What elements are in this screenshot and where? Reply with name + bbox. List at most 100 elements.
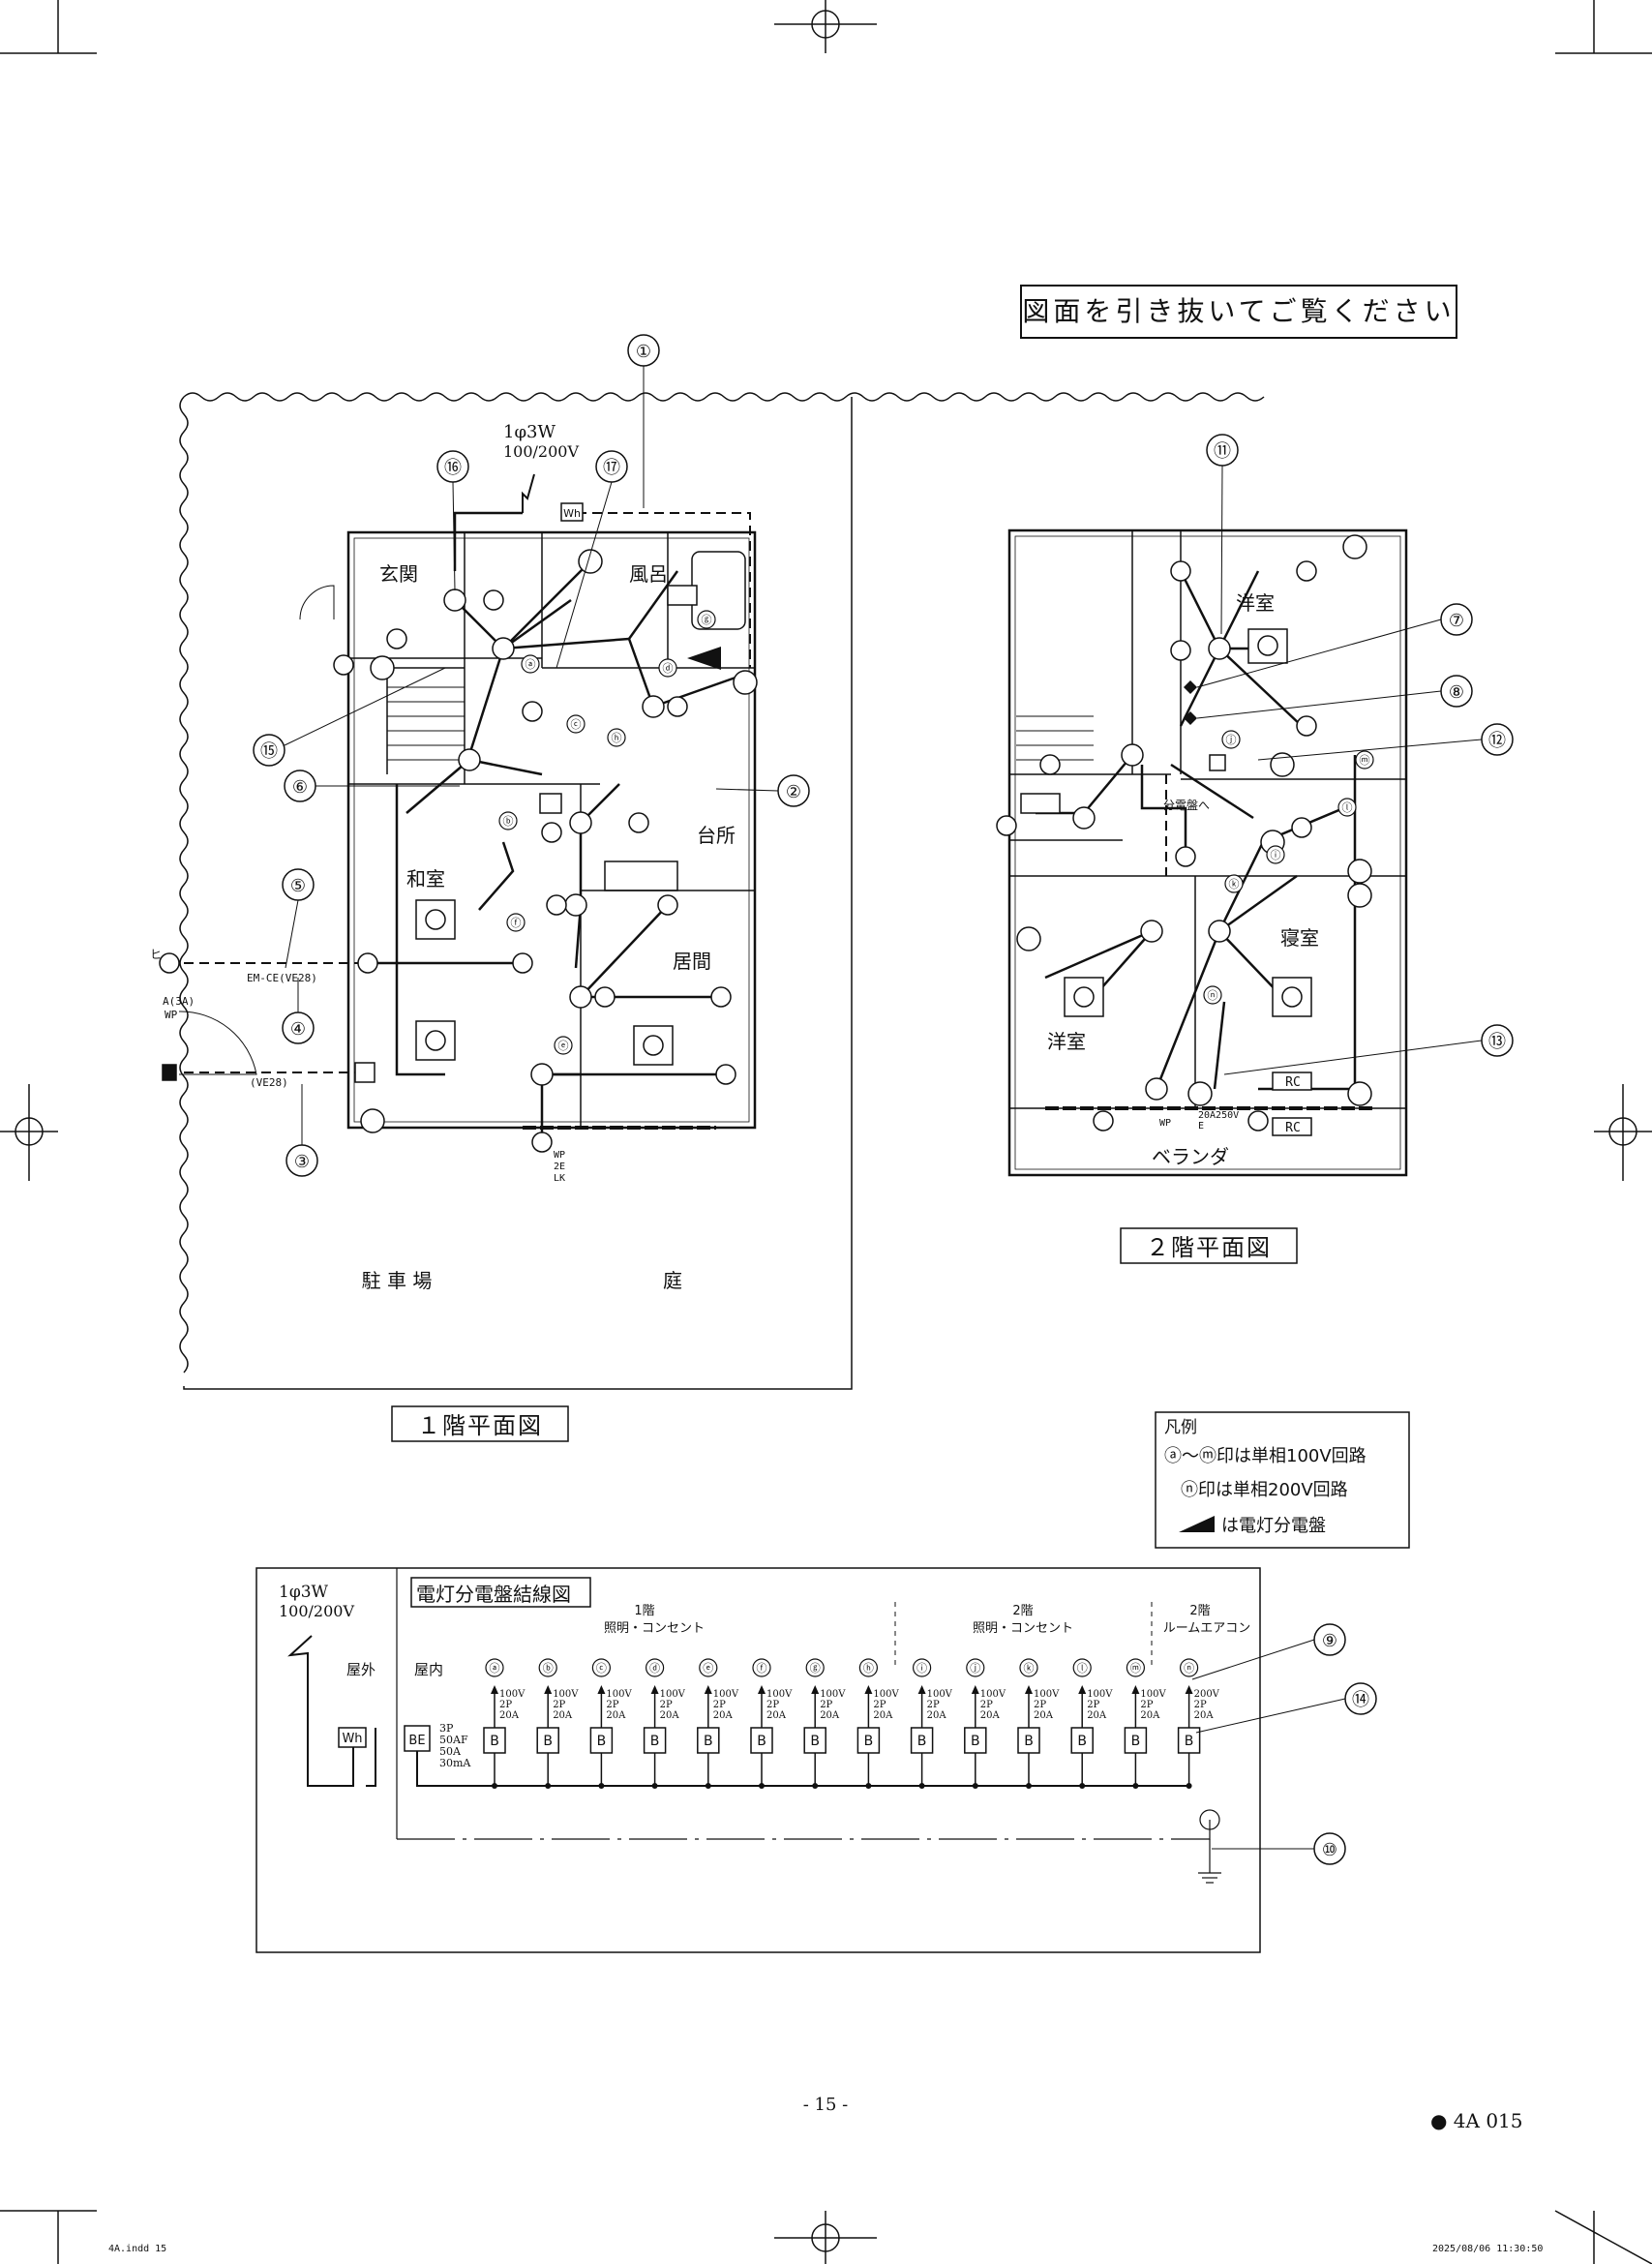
circuit-label-3: ⓓ bbox=[649, 1662, 660, 1675]
feed-arrow-7 bbox=[864, 1685, 873, 1694]
feed-arrow-9 bbox=[971, 1685, 979, 1694]
spec-6-0: 100V bbox=[820, 1689, 846, 1700]
room-daidokoro: 台所 bbox=[697, 824, 736, 847]
callouts-floor2 bbox=[1206, 434, 1514, 1057]
spec-4-1: 2P bbox=[713, 1700, 726, 1710]
feed-arrow-6 bbox=[811, 1685, 820, 1694]
spec-1-2: 20A bbox=[553, 1710, 573, 1721]
callout-2: ② bbox=[786, 782, 801, 802]
feed-arrow-11 bbox=[1078, 1685, 1087, 1694]
callout-5: ⑤ bbox=[290, 876, 306, 896]
circuit-a: ⓐ bbox=[526, 658, 536, 671]
bus-dot-10 bbox=[1026, 1783, 1032, 1789]
bus-dot-2 bbox=[598, 1783, 605, 1789]
bus-dot-7 bbox=[865, 1783, 872, 1789]
breaker-label-13: B bbox=[1185, 1734, 1194, 1749]
breaker-label-12: B bbox=[1131, 1734, 1141, 1749]
circuit-marker-1 bbox=[538, 1658, 557, 1677]
feed-arrow-2 bbox=[597, 1685, 606, 1694]
spec-13-0: 200V bbox=[1194, 1689, 1220, 1700]
circuit-m: ⓜ bbox=[1360, 754, 1370, 767]
circuit-c: ⓒ bbox=[571, 718, 582, 731]
breaker-label-4: B bbox=[704, 1734, 713, 1749]
feed-arrow-3 bbox=[650, 1685, 659, 1694]
room-genkan: 玄関 bbox=[379, 562, 418, 586]
floor2-fixtures bbox=[996, 534, 1372, 1132]
breaker-label-1: B bbox=[543, 1734, 553, 1749]
label-2e: 2E bbox=[554, 1162, 565, 1172]
floor1-wh: Wh bbox=[563, 507, 581, 520]
group1-floor: 1階 bbox=[634, 1604, 654, 1618]
group2-desc: 照明・コンセント bbox=[973, 1621, 1073, 1636]
circuit-marker-8 bbox=[912, 1658, 932, 1677]
fixtures bbox=[333, 549, 758, 1153]
circuit-label-5: ⓕ bbox=[757, 1662, 767, 1675]
breaker-label-3: B bbox=[650, 1734, 660, 1749]
callout-1: ① bbox=[636, 342, 651, 362]
floor1-title: １階平面図 bbox=[417, 1412, 543, 1439]
spec-7-2: 20A bbox=[873, 1710, 893, 1721]
feed-arrow-0 bbox=[491, 1685, 498, 1694]
spec-6-2: 20A bbox=[820, 1710, 840, 1721]
spec-4-2: 20A bbox=[713, 1710, 734, 1721]
spec-9-2: 20A bbox=[980, 1710, 1001, 1721]
spec-6-1: 2P bbox=[820, 1700, 832, 1710]
be-spec-1: 3P bbox=[439, 1722, 454, 1735]
label-em-ce: EM-CE(VE28) bbox=[247, 972, 317, 984]
spec-13-2: 20A bbox=[1194, 1710, 1215, 1721]
circuit-label-10: ⓚ bbox=[1024, 1662, 1035, 1675]
circuit-marker-11 bbox=[1072, 1658, 1092, 1677]
bus-dot-1 bbox=[545, 1783, 552, 1789]
label-lk: LK bbox=[554, 1173, 565, 1184]
spec-1-1: 2P bbox=[553, 1700, 565, 1710]
label-rc-1: RC bbox=[1285, 1075, 1301, 1090]
bus-dot-12 bbox=[1132, 1783, 1139, 1789]
circuit-label-13: ⓝ bbox=[1184, 1662, 1194, 1675]
callout-10: ⑩ bbox=[1322, 1840, 1337, 1860]
spec-1-0: 100V bbox=[553, 1689, 579, 1700]
wiring bbox=[368, 511, 736, 1137]
group3-desc: ルームエアコン bbox=[1163, 1621, 1251, 1636]
breaker-label-11: B bbox=[1077, 1734, 1087, 1749]
spec-12-0: 100V bbox=[1140, 1689, 1166, 1700]
bus-dot-4 bbox=[705, 1783, 711, 1789]
panel-supply-2: 100/200V bbox=[279, 1602, 354, 1620]
label-ve28: (VE28) bbox=[250, 1076, 288, 1089]
callout-13: ⑬ bbox=[1488, 1032, 1506, 1052]
floor2-title: ２階平面図 bbox=[1146, 1234, 1272, 1261]
circuit-label-2: ⓒ bbox=[596, 1662, 607, 1675]
page-number: - 15 - bbox=[803, 2095, 849, 2115]
callout-9: ⑨ bbox=[1322, 1631, 1337, 1651]
panel-diagram: 電灯分電盤結線図 1φ3W 100/200V Wh 屋外 屋内 BE 3P 50… bbox=[255, 1567, 1377, 1953]
spec-3-2: 20A bbox=[660, 1710, 680, 1721]
feed-arrow-5 bbox=[758, 1685, 766, 1694]
legend-line3: は電灯分電盤 bbox=[1221, 1516, 1326, 1536]
spec-11-2: 20A bbox=[1087, 1710, 1107, 1721]
feed-arrow-13 bbox=[1185, 1685, 1193, 1694]
panel-wh-box bbox=[338, 1727, 367, 1748]
panel-service-line bbox=[287, 1635, 354, 1787]
circuit-marker-12 bbox=[1126, 1658, 1146, 1677]
callouts-panel bbox=[1313, 1623, 1377, 1865]
panel-title: 電灯分電盤結線図 bbox=[416, 1583, 571, 1606]
circuit-b: ⓑ bbox=[503, 815, 514, 828]
spec-3-0: 100V bbox=[660, 1689, 686, 1700]
floor2-stair bbox=[1016, 715, 1094, 761]
label-wp: WP bbox=[165, 1009, 178, 1021]
circuit-label-8: ⓘ bbox=[916, 1662, 927, 1675]
bus-dot-8 bbox=[918, 1783, 925, 1789]
room-furo: 風呂 bbox=[629, 562, 668, 586]
group3-floor: 2階 bbox=[1189, 1604, 1210, 1618]
panel-indoor: 屋内 bbox=[414, 1661, 443, 1678]
spec-10-1: 2P bbox=[1034, 1700, 1046, 1710]
feed-arrow-12 bbox=[1131, 1685, 1140, 1694]
group1-desc: 照明・コンセント bbox=[604, 1621, 705, 1636]
floor1-supply-2: 100/200V bbox=[503, 442, 579, 461]
spec-10-0: 100V bbox=[1034, 1689, 1060, 1700]
callout-leaders-floor2 bbox=[1196, 465, 1483, 1075]
breaker-label-6: B bbox=[810, 1734, 820, 1749]
spec-8-1: 2P bbox=[927, 1700, 940, 1710]
circuit-marker-0 bbox=[485, 1658, 504, 1677]
spec-9-1: 2P bbox=[980, 1700, 993, 1710]
floor1-symbols bbox=[159, 502, 698, 1083]
